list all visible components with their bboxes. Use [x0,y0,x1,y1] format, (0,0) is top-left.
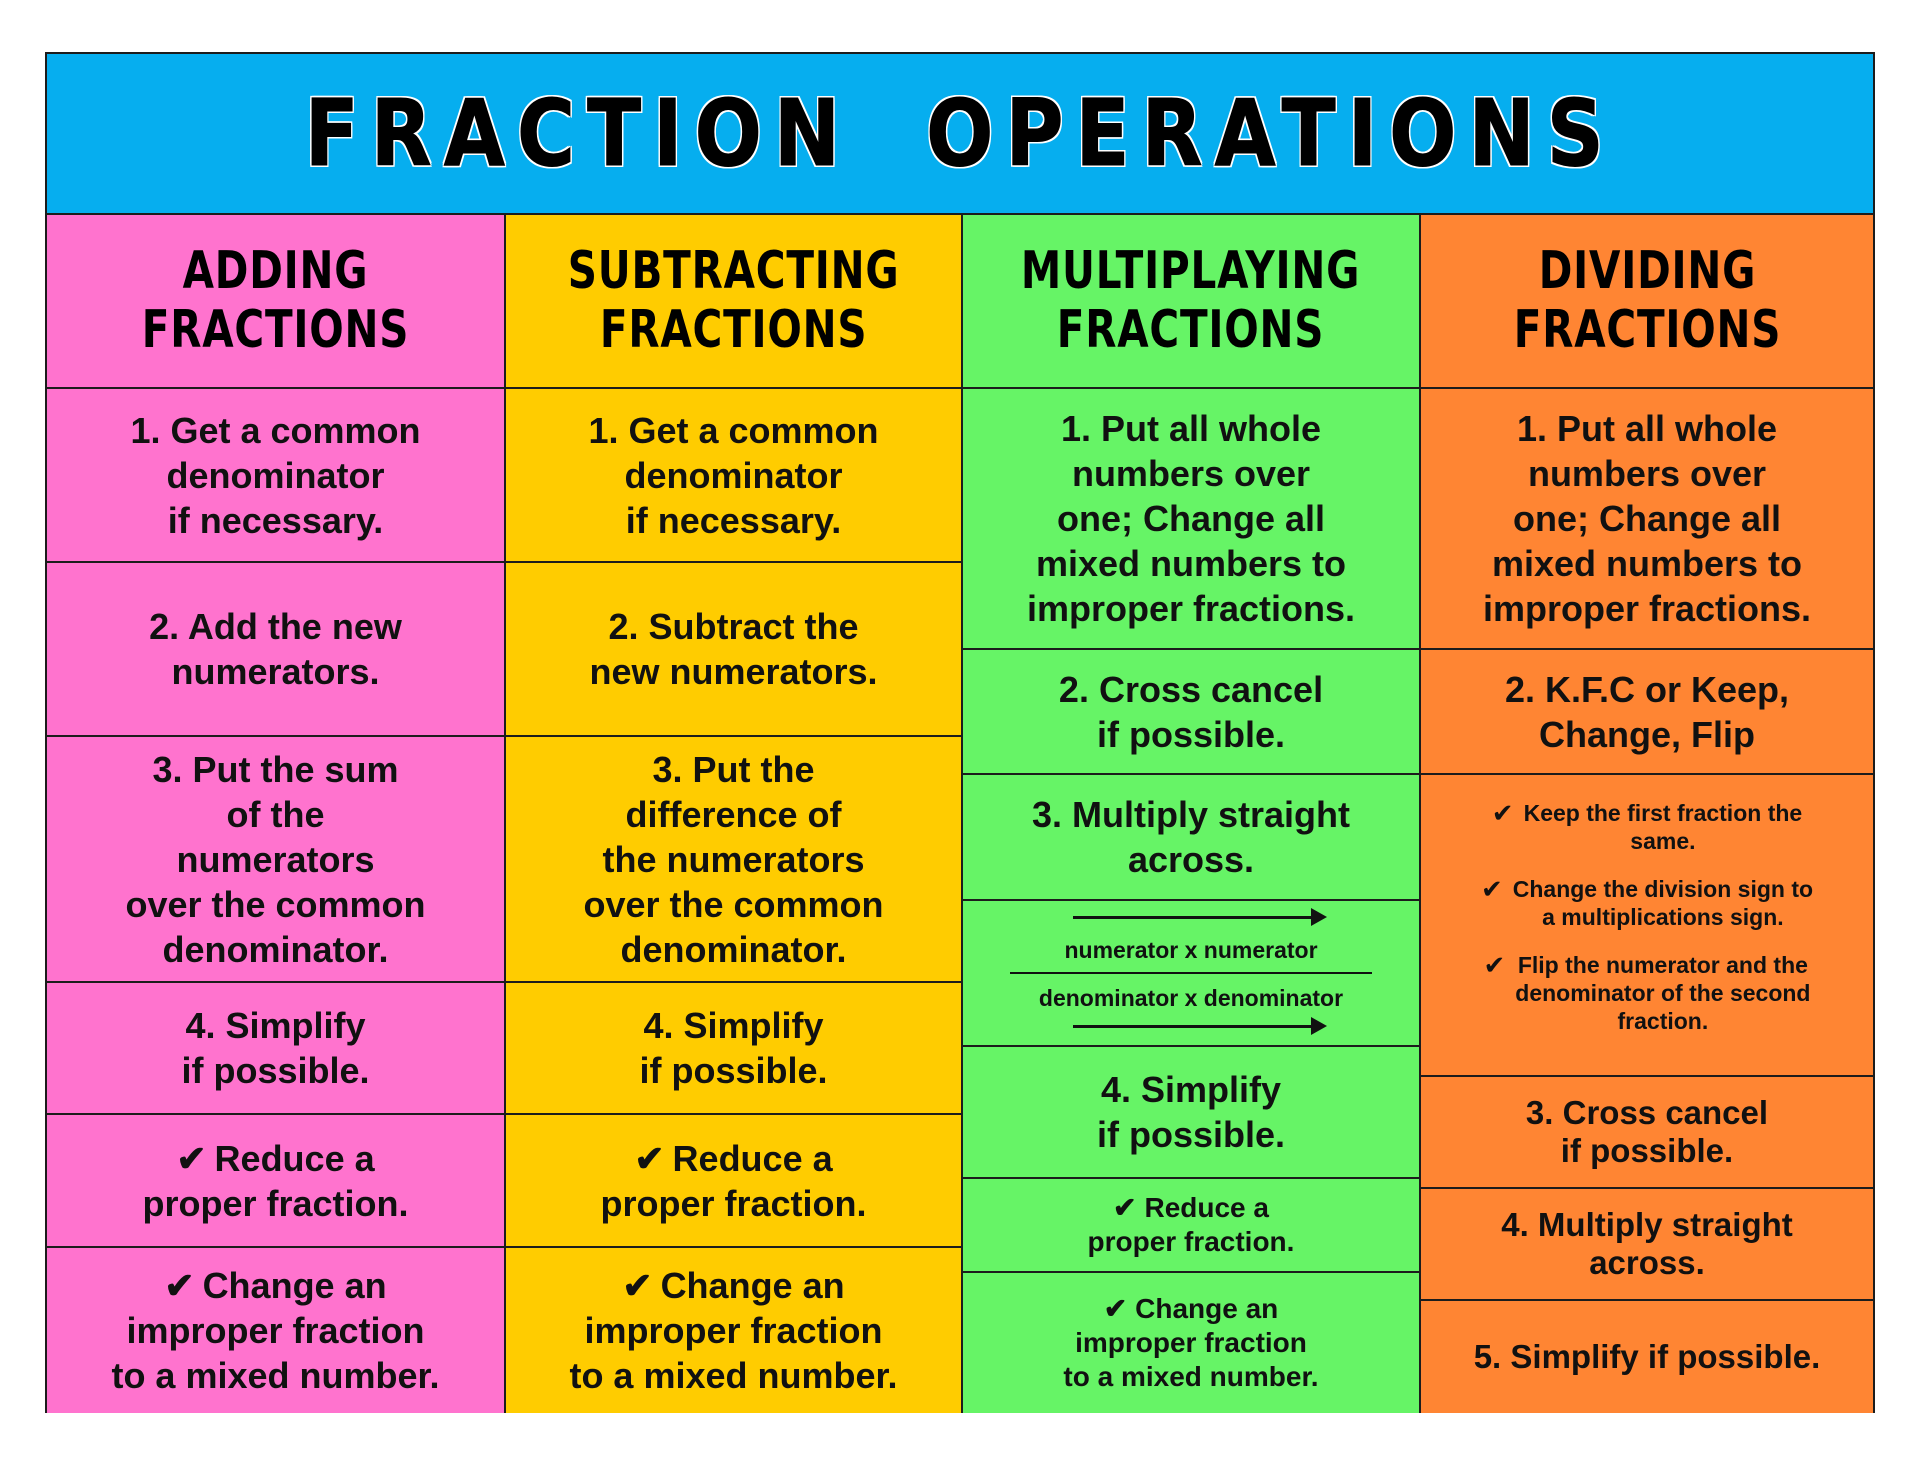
step-2: 2. Cross cancel if possible. [963,650,1419,775]
tip-reduce: ✔Reduce a proper fraction. [506,1115,961,1248]
step-1: 1. Put all whole numbers over one; Chang… [963,389,1419,650]
tip-text: Reduce a proper fraction. [142,1137,409,1224]
header-line2: FRACTIONS [1057,300,1325,360]
tip-text: Change an improper fraction to a mixed n… [111,1265,440,1396]
step-1: 1. Get a common denominator if necessary… [506,389,961,563]
header-line2: FRACTIONS [141,300,410,360]
check-icon: ✔ [176,1137,207,1179]
step-text: 2. Cross cancel if possible. [1058,668,1324,755]
step-text: 1. Get a common denominator if necessary… [130,409,421,541]
check-icon: ✔ [622,1265,653,1306]
tip-change: ✔Change an improper fraction to a mixed … [963,1273,1419,1413]
step-text: 1. Put all whole numbers over one; Chang… [1026,408,1356,629]
arrow-right-icon [1073,1017,1327,1035]
step-4: 4. Simplify if possible. [47,983,504,1115]
header-line2: FRACTIONS [599,300,868,360]
step-5: 5. Simplify if possible. [1421,1301,1873,1413]
tip-change: ✔Change an improper fraction to a mixed … [506,1248,961,1413]
header-line2: FRACTIONS [1513,300,1781,360]
step-3: 3. Multiply straight across. [963,775,1419,901]
formula-cell: numerator x numerator denominator x deno… [963,901,1419,1047]
check-icon: ✔ [634,1137,665,1179]
formula-denominator: denominator x denominator [1038,985,1344,1011]
step-4: 4. Simplify if possible. [963,1047,1419,1179]
kcf-text: Keep the first fraction the same. [1523,800,1803,854]
step-text: 5. Simplify if possible. [1473,1338,1821,1375]
tip-change: ✔Change an improper fraction to a mixed … [47,1248,504,1413]
step-3: 3. Put the difference of the numerators … [506,737,961,983]
check-icon: ✔ [1113,1192,1137,1223]
kcf-list: ✔ Keep the first fraction the same. ✔ Ch… [1421,775,1873,1077]
step-text: 4. Simplify if possible. [181,1005,370,1091]
header-dividing: DIVIDING FRACTIONS [1421,215,1873,389]
step-2: 2. K.F.C or Keep, Change, Flip [1421,650,1873,775]
step-2: 2. Subtract the new numerators. [506,563,961,737]
step-3: 3. Put the sum of the numerators over th… [47,737,504,983]
step-text: 2. Subtract the new numerators. [589,606,878,692]
title-banner: FRACTION OPERATIONS [47,54,1873,215]
column-adding: ADDING FRACTIONS 1. Get a common denomin… [47,215,504,1413]
step-text: 3. Put the sum of the numerators over th… [125,748,426,970]
fraction-bar [1010,972,1372,974]
check-icon: ✔ [1480,874,1503,904]
header-line1: MULTIPLAYING [1021,241,1361,301]
step-text: 2. Add the new numerators. [149,606,402,692]
header-line1: ADDING [182,241,369,301]
formula-numerator: numerator x numerator [1064,937,1318,963]
header-subtracting: SUBTRACTING FRACTIONS [506,215,961,389]
step-4: 4. Multiply straight across. [1421,1189,1873,1301]
check-icon: ✔ [1491,798,1514,828]
step-4: 4. Simplify if possible. [506,983,961,1115]
step-2: 2. Add the new numerators. [47,563,504,737]
step-text: 3. Multiply straight across. [1031,794,1351,880]
step-1: 1. Put all whole numbers over one; Chang… [1421,389,1873,650]
header-line1: DIVIDING [1538,241,1756,301]
check-icon: ✔ [164,1265,195,1306]
header-multiplying: MULTIPLAYING FRACTIONS [963,215,1419,389]
check-icon: ✔ [1103,1293,1128,1324]
multiplication-formula: numerator x numerator denominator x deno… [963,901,1419,1045]
kcf-flip: ✔ Flip the numerator and the denominator… [1421,951,1873,1035]
kcf-text: Flip the numerator and the denominator o… [1515,952,1811,1034]
step-1: 1. Get a common denominator if necessary… [47,389,504,563]
step-text: 1. Put all whole numbers over one; Chang… [1482,408,1812,629]
kcf-keep: ✔ Keep the first fraction the same. [1421,799,1873,855]
arrow-right-icon [1073,908,1327,926]
step-text: 4. Simplify if possible. [639,1005,828,1091]
header-adding: ADDING FRACTIONS [47,215,504,389]
check-icon: ✔ [1483,950,1506,980]
tip-text: Reduce a proper fraction. [600,1137,867,1224]
tip-text: Change an improper fraction to a mixed n… [1063,1293,1319,1392]
step-text: 3. Put the difference of the numerators … [583,748,884,970]
step-text: 3. Cross cancel if possible. [1525,1094,1769,1169]
step-text: 4. Multiply straight across. [1501,1206,1793,1281]
column-subtracting: SUBTRACTING FRACTIONS 1. Get a common de… [504,215,961,1413]
tip-text: Reduce a proper fraction. [1087,1192,1295,1257]
step-3: 3. Cross cancel if possible. [1421,1077,1873,1189]
header-line1: SUBTRACTING [567,241,900,301]
tip-reduce: ✔Reduce a proper fraction. [47,1115,504,1248]
step-text: 2. K.F.C or Keep, Change, Flip [1504,668,1790,755]
step-text: 1. Get a common denominator if necessary… [588,409,879,541]
page-title: FRACTION OPERATIONS [304,80,1616,188]
fraction-operations-chart: FRACTION OPERATIONS ADDING FRACTIONS 1. … [45,52,1875,1413]
kcf-change: ✔ Change the division sign to a multipli… [1421,875,1873,931]
kcf-text: Change the division sign to a multiplica… [1512,876,1814,930]
tip-reduce: ✔Reduce a proper fraction. [963,1179,1419,1273]
tip-text: Change an improper fraction to a mixed n… [569,1265,898,1396]
column-multiplying: MULTIPLAYING FRACTIONS 1. Put all whole … [961,215,1419,1413]
step-text: 4. Simplify if possible. [1096,1069,1286,1155]
column-dividing: DIVIDING FRACTIONS 1. Put all whole numb… [1419,215,1873,1413]
